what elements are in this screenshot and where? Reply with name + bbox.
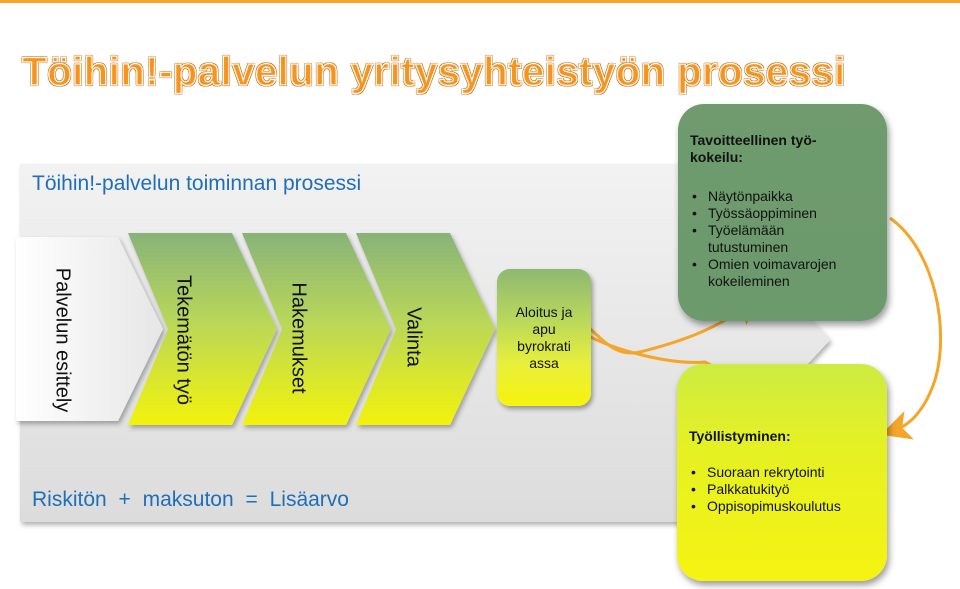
step-label-hakemukset: Hakemukset — [287, 282, 310, 394]
goal-box-heading: Tavoitteellinen työ-kokeilu: — [690, 132, 817, 165]
list-item: Omien voimavarojen kokeileminen — [690, 256, 868, 290]
goal-box: Tavoitteellinen työ-kokeilu: Näytönpaikk… — [678, 104, 887, 321]
list-item: Suoraan rekrytointi — [689, 464, 884, 481]
goal-box-list: Näytönpaikka Työssäoppiminen Työelämään … — [690, 188, 880, 290]
chevron-valinta — [356, 233, 495, 425]
list-item: Palkkatukityö — [689, 481, 884, 498]
process-heading: Töihin!-palvelun toiminnan prosessi — [32, 172, 362, 195]
chevron-hakemukset — [242, 233, 391, 425]
list-item: Oppisopimuskoulutus — [689, 498, 884, 515]
start-box: Aloitus ja apu byrokrati assa — [497, 269, 591, 406]
page-title: Töihin!-palvelun yritysyhteistyön proses… — [22, 49, 846, 94]
step-label-valinta: Valinta — [402, 307, 425, 367]
arrow-start-to-goal — [577, 294, 760, 355]
employment-box-list: Suoraan rekrytointi Palkkatukityö Oppiso… — [689, 464, 884, 515]
list-item: Työelämään tutustuminen — [690, 222, 808, 256]
chevron-palvelun-esittely — [16, 237, 163, 421]
arrow-goal-to-employment — [880, 216, 943, 440]
list-item: Näytönpaikka — [690, 188, 880, 205]
employment-box-heading: Työllistyminen: — [689, 428, 791, 444]
value-statement: Riskitön + maksuton = Lisäarvo — [32, 488, 349, 511]
start-box-text: Aloitus ja apu byrokrati assa — [515, 303, 573, 371]
top-accent-line — [0, 0, 960, 3]
step-label-tekematon-tyo: Tekemätön työ — [172, 274, 195, 406]
employment-box: Työllistyminen: Suoraan rekrytointi Palk… — [677, 364, 887, 581]
chevron-tekematon-tyo — [128, 233, 277, 425]
step-label-palvelun-esittely: Palvelun esittely — [51, 267, 74, 413]
list-item: Työssäoppiminen — [690, 205, 880, 222]
